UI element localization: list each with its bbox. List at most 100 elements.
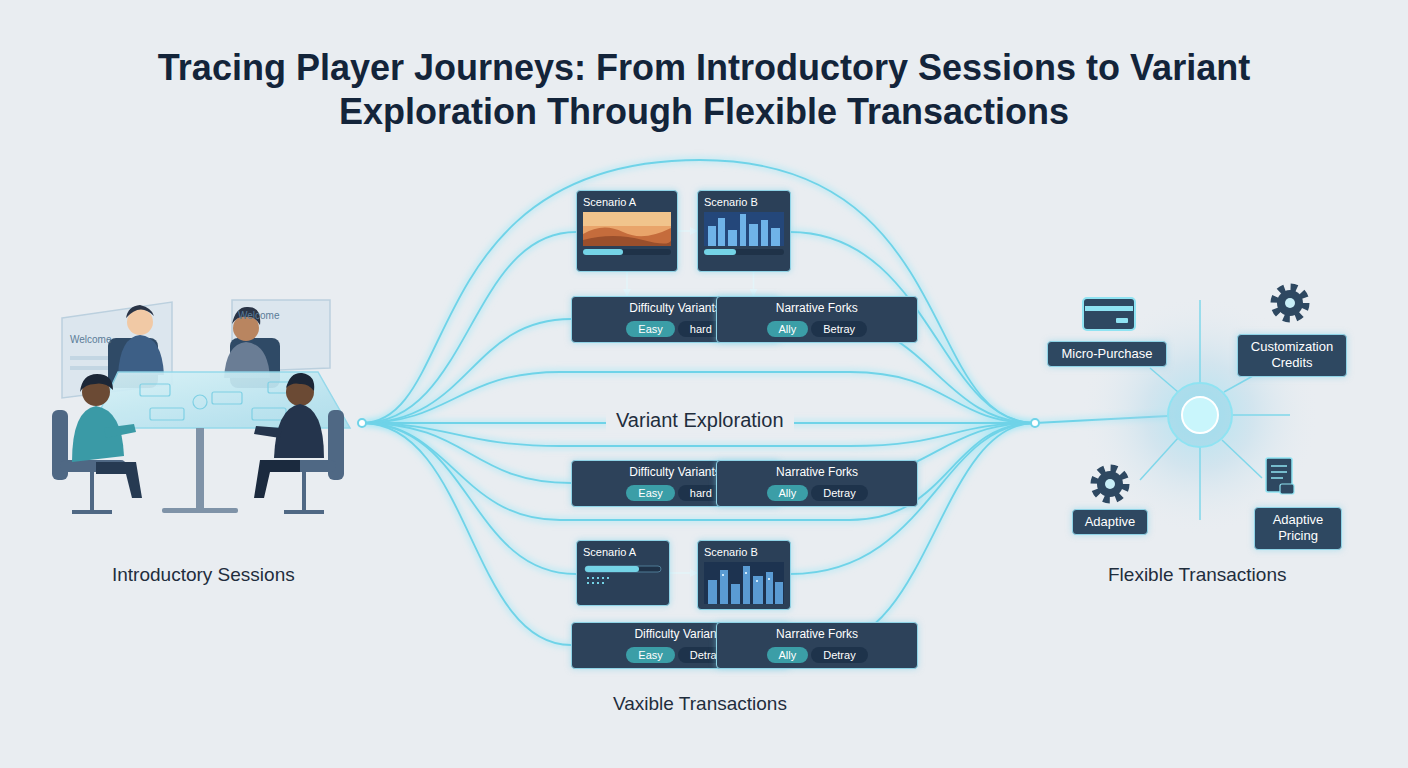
drawing-rect xyxy=(728,230,737,246)
drawing-rect xyxy=(1116,318,1128,323)
scenario-thumbnail xyxy=(704,562,784,604)
journey-paths xyxy=(362,160,1168,645)
scenario-card: Scenario A xyxy=(576,540,670,606)
option-text: Ally xyxy=(779,649,797,661)
drawing-rect xyxy=(1083,298,1135,330)
drawing-path xyxy=(583,236,671,246)
option-pill: Easy xyxy=(626,485,674,502)
drawing-line xyxy=(90,472,94,510)
drawing-rect xyxy=(761,220,768,246)
drawing-circle xyxy=(1275,288,1305,318)
flow-arrow xyxy=(753,272,755,296)
variant-box: Narrative ForksAllyDetray xyxy=(716,460,918,507)
option-pill: Easy xyxy=(626,647,674,664)
drawing-line xyxy=(1222,440,1262,478)
drawing-line xyxy=(1140,438,1178,480)
text-label: Variant Exploration xyxy=(606,409,794,432)
drawing-rect xyxy=(708,226,716,246)
drawing-rect xyxy=(718,218,725,246)
drawing-rect xyxy=(607,577,609,579)
node-heading: Customization Credits xyxy=(1251,339,1333,370)
diagram-title: Tracing Player Journeys: From Introducto… xyxy=(154,46,1254,134)
drawing-rect xyxy=(704,249,784,255)
drawing-rect xyxy=(587,577,589,579)
option-text: Ally xyxy=(779,487,797,499)
drawing-path xyxy=(254,460,300,498)
drawing-rect xyxy=(585,566,661,572)
drawing-line xyxy=(1199,447,1201,520)
drawing-rect xyxy=(771,228,780,246)
drawing-rect xyxy=(745,572,747,574)
option-pill: Ally xyxy=(767,647,809,664)
drawing-path xyxy=(126,305,154,318)
drawing-rect xyxy=(602,582,604,584)
drawing-path xyxy=(96,462,142,498)
drawing-line xyxy=(1271,471,1287,473)
drawing-g xyxy=(1271,466,1287,478)
drawing-rect xyxy=(704,249,736,255)
glow-paths xyxy=(362,160,1168,645)
scenario-card: Scenario A xyxy=(576,190,678,272)
node-heading: Adaptive xyxy=(1085,514,1136,529)
option-pill: Detray xyxy=(811,647,867,664)
drawing-g xyxy=(140,382,294,420)
drawing-path xyxy=(274,404,324,458)
option-text: hard xyxy=(690,487,712,499)
start-dot xyxy=(358,419,366,427)
drawing-circle xyxy=(1095,469,1125,499)
scenario-thumbnail xyxy=(704,212,784,256)
option-text: hard xyxy=(690,323,712,335)
option-text: Detray xyxy=(823,487,855,499)
node-heading: Micro-Purchase xyxy=(1061,346,1152,361)
variant-box: Narrative ForksAllyBetray xyxy=(716,296,918,343)
drawing-rect xyxy=(756,580,758,582)
node-heading: Adaptive Pricing xyxy=(1273,512,1324,543)
drawing-circle xyxy=(1285,298,1295,308)
option-pill: Ally xyxy=(767,321,809,338)
text-label: Flexible Transactions xyxy=(1108,564,1286,586)
drawing-rect xyxy=(150,408,184,420)
drawing-path xyxy=(254,426,282,438)
drawing-rect xyxy=(602,577,604,579)
drawing-rect xyxy=(162,508,238,513)
drawing-path xyxy=(80,374,113,392)
drawing-rect xyxy=(720,570,728,604)
scenario-thumbnail xyxy=(583,562,663,588)
drawing-path xyxy=(104,424,136,438)
drawing-path xyxy=(583,228,671,247)
drawing-rect xyxy=(140,384,170,396)
option-pill: Easy xyxy=(626,321,674,338)
drawing-rect xyxy=(704,212,784,246)
drawing-rect xyxy=(766,572,773,604)
drawing-line xyxy=(1232,414,1290,416)
option-text: Easy xyxy=(638,487,662,499)
drawing-line xyxy=(302,472,306,510)
drawing-rect xyxy=(252,408,286,420)
gear-icon xyxy=(1095,469,1125,499)
document-icon xyxy=(1266,458,1294,494)
drawing-rect xyxy=(749,224,758,246)
option-text: Detray xyxy=(823,649,855,661)
hub-core xyxy=(1182,397,1218,433)
drawing-path xyxy=(286,373,314,391)
drawing-line xyxy=(1271,465,1287,467)
text-label: Welcome xyxy=(70,334,112,345)
drawing-path xyxy=(118,335,164,375)
drawing-rect xyxy=(592,582,594,584)
node-heading: Narrative Forks xyxy=(724,627,910,643)
drawing-g xyxy=(708,214,780,246)
drawing-rect xyxy=(583,249,671,255)
transaction-box: Adaptive xyxy=(1072,509,1148,535)
transaction-box: Micro-Purchase xyxy=(1047,341,1167,367)
option-pill: Detray xyxy=(811,485,867,502)
node-heading: Scenario A xyxy=(583,195,671,209)
drawing-rect xyxy=(722,574,724,576)
drawing-rect xyxy=(708,580,717,604)
drawing-circle xyxy=(1277,290,1303,316)
hub-ring xyxy=(1168,383,1232,447)
drawing-circle xyxy=(1105,479,1115,489)
option-pill: Betray xyxy=(811,321,867,338)
node-heading: Narrative Forks xyxy=(724,301,910,317)
drawing-rect xyxy=(196,428,204,508)
drawing-line xyxy=(72,510,112,514)
